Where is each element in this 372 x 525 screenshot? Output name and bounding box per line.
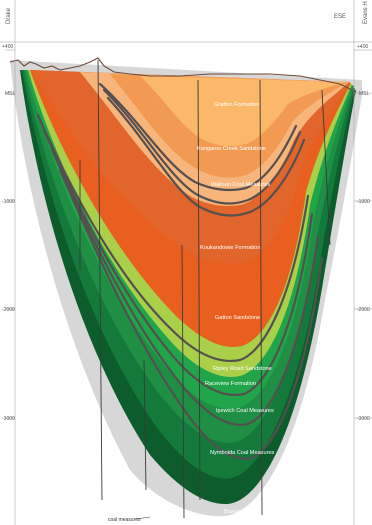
coal-measures-label: coal measures [108, 517, 141, 523]
depth-label-left: -3000 [2, 416, 15, 422]
depth-label-right: MSL [359, 91, 370, 97]
depth-label-right: +400 [357, 44, 368, 50]
formation-label-ipswich: Ipswich Coal Measures [216, 408, 274, 414]
formation-label-basement: Basement [224, 509, 250, 515]
depth-label-left: -1000 [2, 199, 15, 205]
direction-right-label: Evans H [363, 1, 369, 24]
ground-surface [9, 57, 357, 93]
direction-left-label: Drake [6, 7, 12, 24]
faults [79, 59, 331, 519]
coal-measures-leader [135, 516, 151, 520]
depth-label-left: -2000 [2, 307, 15, 313]
formation-label-raceview: Raceview Formation [205, 381, 256, 387]
depth-label-right: -3000 [357, 416, 370, 422]
depth-label-right: -1000 [357, 199, 370, 205]
depth-label-left: MSL [5, 91, 16, 97]
coal-seams [36, 82, 324, 460]
depth-label-left: +400 [2, 44, 13, 50]
layer-grafton [140, 76, 346, 146]
formation-label-nymboida: Nymboida Coal Measures [210, 450, 275, 456]
direction-east-label: ESE [334, 14, 346, 20]
formation-label-ripley-road: Ripley Road Sandstone [213, 366, 272, 372]
formation-label-gatton: Gatton Sandstone [215, 315, 260, 321]
formation-label-koukandowie: Koukandowie Formation [200, 245, 260, 251]
formation-label-grafton: Grafton Formation [214, 102, 259, 108]
formation-label-kangaroo-creek: Kangaroo Creek Sandstone [197, 146, 266, 152]
formation-label-walloon: Walloon Coal Measures [211, 182, 270, 188]
depth-label-right: -2000 [357, 307, 370, 313]
